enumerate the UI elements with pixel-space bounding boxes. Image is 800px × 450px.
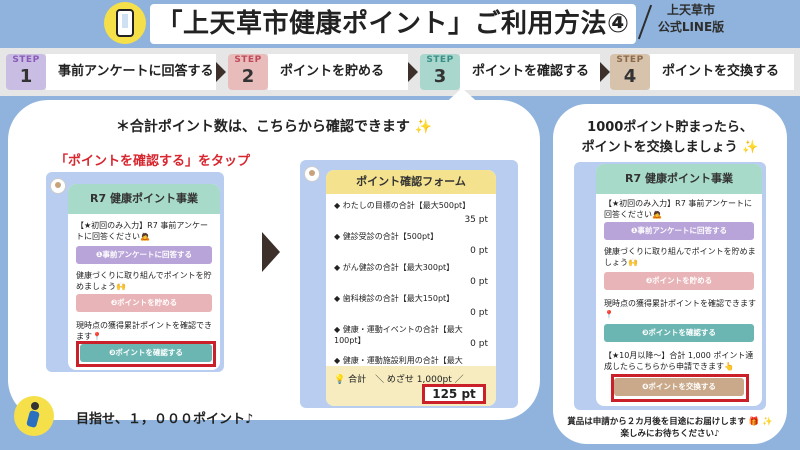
- exchange-points-button[interactable]: ❹ポイントを交換する: [614, 378, 744, 396]
- step-4-badge: STEP 4: [610, 54, 650, 90]
- form-row-value: 0 pt: [470, 277, 488, 287]
- step-4-text: ポイントを交換する: [650, 54, 794, 90]
- step-1-badge: STEP 1: [6, 54, 46, 90]
- step-number: 3: [433, 66, 447, 87]
- highlight-frame: [76, 341, 216, 367]
- step-arrow-2: [408, 62, 418, 82]
- survey-button[interactable]: ❶事前アンケートに回答する: [604, 222, 754, 240]
- app-msg-3: 現時点の獲得累計ポイントを確認できます📍: [76, 321, 212, 341]
- step-number: 4: [623, 66, 637, 87]
- form-row-label: ◆ 歯科検診の合計【最大150pt】: [334, 294, 455, 303]
- app-msg-2: 健康づくりに取り組んでポイントを貯めましょう🙌: [76, 271, 212, 291]
- runner-icon: [14, 396, 54, 436]
- app-card-left: R7 健康ポイント事業 【★初回のみ入力】R7 事前アンケートに回答ください🙇 …: [68, 184, 220, 370]
- delivery-note-line1: 賞品は申請から２カ月後を目途にお届けします 🎁 ✨: [567, 417, 773, 427]
- title-box: [150, 4, 636, 44]
- app-msg-2: 健康づくりに取り組んでポイントを貯めましょう🙌: [604, 247, 756, 267]
- form-row-value: 35 pt: [464, 215, 488, 225]
- step-label: STEP: [426, 55, 454, 65]
- bubble-heading: ＊合計ポイント数は、こちらから確認できます ✨: [115, 119, 433, 135]
- form-row: ◆ 健康・運動イベントの合計【最大100pt】 0 pt: [334, 324, 488, 354]
- step-arrow-1: [216, 62, 226, 82]
- exchange-heading-line1: 1000ポイント貯まったら、: [587, 120, 753, 135]
- form-row-label: ◆ 健康・運動イベントの合計【最大100pt】: [334, 325, 463, 345]
- app-msg-4: 【★10月以降〜】合計 1,000 ポイント達成したらこちらから申請できます👆: [604, 351, 754, 371]
- check-points-button[interactable]: ❸ポイントを確認する: [80, 344, 212, 362]
- step-number: 2: [241, 66, 255, 87]
- exchange-heading-line2: ポイントを交換しましょう ✨: [581, 140, 759, 155]
- app-msg-3: 現時点の獲得累計ポイントを確認できます📍: [604, 299, 756, 319]
- exchange-heading: 1000ポイント貯まったら、 ポイントを交換しましょう ✨: [553, 118, 787, 158]
- page-title: 「上天草市健康ポイント」ご利用方法④: [156, 9, 630, 39]
- step-2-badge: STEP 2: [228, 54, 268, 90]
- points-form: ポイント確認フォーム ◆ わたしの目標の合計【最大500pt】 35 pt ◆ …: [326, 170, 496, 406]
- step-2-text: ポイントを貯める: [268, 54, 408, 90]
- highlight-frame: [611, 374, 749, 402]
- official-line1: 上天草市: [666, 3, 715, 17]
- step-3-badge: STEP 3: [420, 54, 460, 90]
- avatar-icon: [50, 178, 66, 194]
- app-msg-1: 【★初回のみ入力】R7 事前アンケートに回答ください🙇: [604, 199, 753, 219]
- form-row: ◆ 健診受診の合計【500pt】 0 pt: [334, 231, 488, 261]
- step-3-text: ポイントを確認する: [460, 54, 600, 90]
- form-row-value: 0 pt: [470, 308, 488, 318]
- tap-instruction: 「ポイントを確認する」をタップ: [55, 154, 251, 169]
- form-row-label: ◆ わたしの目標の合計【最大500pt】: [334, 201, 471, 210]
- form-row: ◆ 歯科検診の合計【最大150pt】 0 pt: [334, 293, 488, 323]
- form-row: ◆ がん健診の合計【最大300pt】 0 pt: [334, 262, 488, 292]
- goal-text: 目指せ、１，０００ポイント♪: [76, 412, 254, 427]
- form-row-value: 0 pt: [470, 246, 488, 256]
- smartphone-icon: [116, 9, 134, 37]
- collect-points-button[interactable]: ❷ポイントを貯める: [604, 272, 754, 290]
- form-row-label: ◆ がん健診の合計【最大300pt】: [334, 263, 455, 272]
- step-label: STEP: [12, 55, 40, 65]
- form-row-label: ◆ 健診受診の合計【500pt】: [334, 232, 439, 241]
- form-row: ◆ わたしの目標の合計【最大500pt】 35 pt: [334, 200, 488, 230]
- bubble-tail: [440, 88, 484, 108]
- avatar-icon: [304, 166, 320, 182]
- official-line-label: 上天草市 公式LINE版: [650, 2, 732, 40]
- delivery-note-line2: 楽しみにお待ちください♪: [620, 429, 720, 439]
- form-footer: 💡 合計 ＼ めざせ 1,000pt ／ 125 pt: [326, 366, 496, 406]
- form-title: ポイント確認フォーム: [326, 170, 496, 194]
- app-msg-1: 【★初回のみ入力】R7 事前アンケートに回答ください🙇: [76, 221, 209, 241]
- app-title: R7 健康ポイント事業: [596, 164, 762, 194]
- step-label: STEP: [234, 55, 262, 65]
- next-arrow-icon: [262, 232, 280, 272]
- check-points-button[interactable]: ❸ポイントを確認する: [604, 324, 754, 342]
- step-arrow-3: [600, 62, 610, 82]
- form-row-value: 0 pt: [470, 339, 488, 349]
- collect-points-button[interactable]: ❷ポイントを貯める: [76, 294, 212, 312]
- app-title: R7 健康ポイント事業: [68, 184, 220, 214]
- step-1-text: 事前アンケートに回答する: [46, 54, 216, 90]
- official-line2: 公式LINE版: [657, 20, 725, 34]
- total-label: 💡 合計 ＼ めざせ 1,000pt ／: [334, 375, 464, 385]
- delivery-note: 賞品は申請から２カ月後を目途にお届けします 🎁 ✨ 楽しみにお待ちください♪: [553, 416, 787, 440]
- total-points: 125 pt: [422, 384, 486, 404]
- survey-button[interactable]: ❶事前アンケートに回答する: [76, 246, 212, 264]
- app-card-right: R7 健康ポイント事業 【★初回のみ入力】R7 事前アンケートに回答ください🙇 …: [596, 164, 762, 406]
- step-label: STEP: [616, 55, 644, 65]
- step-number: 1: [19, 66, 33, 87]
